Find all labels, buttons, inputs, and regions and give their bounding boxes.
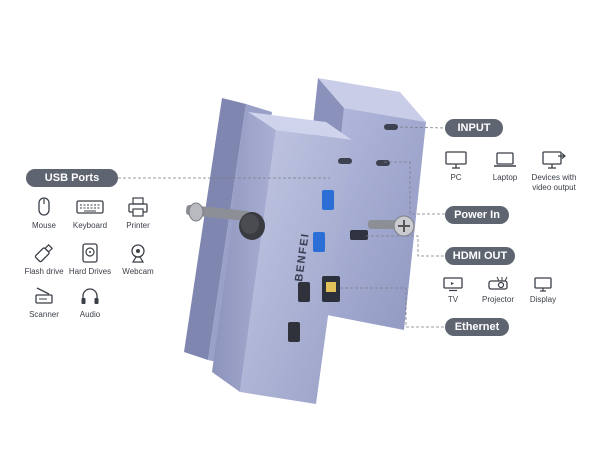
usb-ports-label: USB Ports [26, 169, 118, 187]
power-in-label: Power In [445, 206, 509, 224]
video-output-icon [542, 151, 566, 169]
input-device-label: Laptop [492, 173, 518, 182]
usb-device-label: Printer [126, 221, 150, 230]
usb-device-printer: Printer [106, 196, 170, 231]
hdmi-device-projector: Projector [466, 276, 530, 305]
usb-device-label: Flash drive [24, 267, 64, 276]
hdmi-out-label: HDMI OUT [445, 247, 515, 265]
usb-device-flash-drive: Flash drive [12, 242, 76, 277]
display-icon [534, 277, 552, 292]
projector-icon [488, 276, 508, 290]
flash-drive-icon [34, 244, 53, 263]
printer-icon [128, 197, 148, 217]
laptop-icon [494, 152, 516, 167]
scanner-icon [35, 287, 53, 304]
usb-device-label: Webcam [122, 267, 154, 276]
hard-drive-icon [82, 243, 98, 263]
input-device-video-output: Devices with video output [522, 150, 586, 193]
usb-device-webcam: Webcam [106, 242, 170, 277]
usb-device-hard-drive: Hard Drives [58, 242, 122, 277]
leader-ethernet [340, 287, 445, 328]
usb-device-label: Audio [79, 310, 101, 319]
webcam-icon [131, 244, 145, 263]
callout-lines [118, 126, 446, 328]
usb-device-label: Mouse [31, 221, 56, 230]
clamp-screw-left [185, 202, 265, 240]
input-device-label: PC [450, 173, 462, 182]
input-device-laptop: Laptop [473, 150, 537, 183]
mouse-icon [38, 197, 50, 216]
monitor-icon [445, 151, 467, 169]
leader-power [384, 161, 445, 215]
hdmi-device-label: Projector [481, 295, 514, 304]
hdmi-device-label: Display [529, 295, 557, 304]
hdmi-device-tv: TV [421, 276, 485, 305]
usb-device-label: Scanner [29, 310, 59, 319]
front-ports [288, 158, 352, 342]
rear-ports [322, 124, 398, 302]
ethernet-label: Ethernet [445, 318, 509, 336]
leader-input [399, 126, 446, 129]
tv-icon [443, 277, 463, 292]
leader-hdmi [366, 235, 445, 257]
usb-device-audio: Audio [58, 285, 122, 320]
input-device-pc: PC [424, 150, 488, 183]
usb-device-mouse: Mouse [12, 196, 76, 231]
usb-device-label: Hard Drives [68, 267, 112, 276]
hdmi-device-label: TV [447, 295, 459, 304]
headphones-icon [81, 288, 99, 304]
usb-device-scanner: Scanner [12, 285, 76, 320]
input-label: INPUT [445, 119, 503, 137]
keyboard-icon [76, 200, 104, 214]
usb-device-label: Keyboard [72, 221, 108, 230]
hdmi-device-display: Display [511, 276, 575, 305]
clamp-screw-right [368, 215, 415, 237]
usb-device-keyboard: Keyboard [58, 196, 122, 231]
input-device-label: Devices with video output [531, 173, 577, 192]
